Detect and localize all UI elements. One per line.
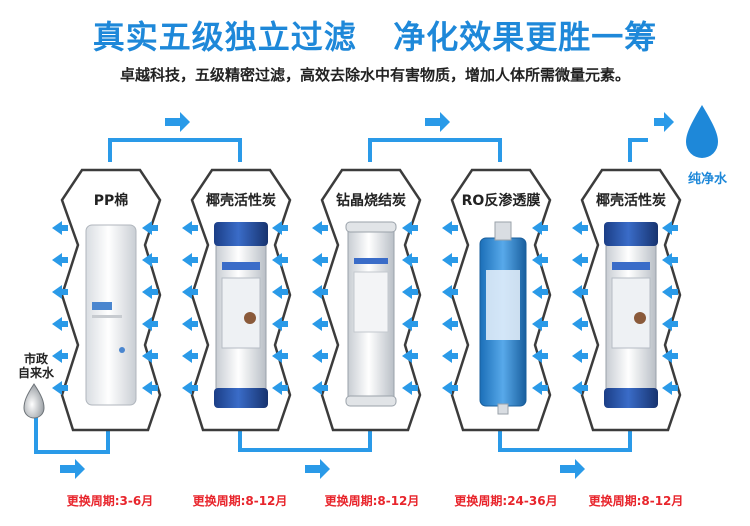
water-flow-arrow-icon [532,317,548,331]
ro-membrane-filter-icon [479,221,527,415]
water-flow-arrow-icon [442,285,458,299]
water-flow-arrow-icon [402,253,418,267]
stage-2-label: 椰壳活性炭 [206,193,276,209]
water-flow-arrow-icon [52,285,68,299]
water-flow-arrow-icon [272,253,288,267]
water-flow-arrow-icon [142,317,158,331]
water-flow-arrow-icon [572,349,588,363]
stage-1-label: PP棉 [93,193,129,209]
stage-4-period: 更换周期:24-36月 [454,494,558,508]
outlet-label: 纯净水 [688,172,728,187]
water-flow-arrow-icon [52,253,68,267]
water-flow-arrow-icon [572,253,588,267]
water-flow-arrow-icon [272,285,288,299]
water-flow-arrow-icon [662,253,678,267]
water-flow-arrow-icon [572,221,588,235]
water-flow-arrow-icon [182,285,198,299]
flow-pipes [34,138,648,454]
stage-3-period: 更换周期:8-12月 [324,494,420,508]
water-flow-arrow-icon [532,381,548,395]
water-flow-arrow-icon [442,381,458,395]
water-flow-arrow-icon [272,317,288,331]
arrow-right-icon [425,112,450,132]
water-flow-arrow-icon [572,381,588,395]
water-flow-arrow-icon [272,349,288,363]
water-flow-arrow-icon [572,317,588,331]
water-flow-arrow-icon [142,349,158,363]
water-flow-arrow-icon [662,221,678,235]
water-flow-arrow-icon [532,221,548,235]
water-flow-arrow-icon [312,253,328,267]
arrow-right-icon [165,112,190,132]
stage-5-label: 椰壳活性炭 [596,193,666,209]
water-flow-arrow-icon [142,221,158,235]
water-flow-arrow-icon [52,317,68,331]
page-subtitle: 卓越科技，五级精密过滤，高效去除水中有害物质，增加人体所需微量元素。 [119,66,630,84]
coconut-carbon-filter-icon [214,222,268,408]
water-flow-arrow-icon [312,221,328,235]
water-flow-arrow-icon [402,381,418,395]
water-flow-arrow-icon [182,253,198,267]
arrow-right-icon [560,459,585,479]
water-drop-gray-icon [23,383,45,419]
water-flow-arrow-icon [442,253,458,267]
arrow-right-icon [654,112,674,132]
stage-5-period: 更换周期:8-12月 [588,494,684,508]
coconut-carbon-filter-icon [604,222,658,408]
water-flow-arrow-icon [402,285,418,299]
water-flow-arrow-icon [442,317,458,331]
page-title: 真实五级独立过滤 净化效果更胜一筹 [92,18,658,56]
stage-3-label: 钻晶烧结炭 [336,193,406,209]
water-drop-blue-icon [686,105,718,158]
water-flow-arrow-icon [52,381,68,395]
water-flow-arrow-icon [142,253,158,267]
water-flow-arrow-icon [442,221,458,235]
water-flow-arrow-icon [312,285,328,299]
water-flow-arrow-icon [312,349,328,363]
water-flow-arrow-icon [402,221,418,235]
water-flow-arrow-icon [532,349,548,363]
water-flow-arrow-icon [662,349,678,363]
water-flow-arrow-icon [572,285,588,299]
stage-4-label: RO反渗透膜 [461,193,541,209]
water-flow-arrow-icon [142,285,158,299]
water-flow-arrow-icon [442,349,458,363]
water-flow-arrow-icon [402,317,418,331]
inlet-label: 市政 自来水 [17,352,54,380]
water-flow-arrow-icon [182,317,198,331]
water-flow-arrow-icon [52,221,68,235]
water-flow-arrow-icon [142,381,158,395]
water-flow-arrow-icon [182,221,198,235]
water-flow-arrow-icon [312,317,328,331]
stage-1-period: 更换周期:3-6月 [66,494,154,508]
water-flow-arrow-icon [662,317,678,331]
water-flow-arrow-icon [272,221,288,235]
water-flow-arrow-icon [532,253,548,267]
water-flow-arrow-icon [182,349,198,363]
sintered-carbon-filter-icon [345,221,397,407]
stage-2-period: 更换周期:8-12月 [192,494,288,508]
water-flow-arrow-icon [532,285,548,299]
water-flow-arrow-icon [52,349,68,363]
water-flow-arrow-icon [662,285,678,299]
arrow-right-icon [305,459,330,479]
water-flow-arrow-icon [182,381,198,395]
arrow-right-icon [60,459,85,479]
water-flow-arrow-icon [312,381,328,395]
water-flow-arrow-icon [272,381,288,395]
water-flow-arrow-icon [662,381,678,395]
pp-cotton-filter-icon [85,224,137,406]
water-flow-arrow-icon [402,349,418,363]
